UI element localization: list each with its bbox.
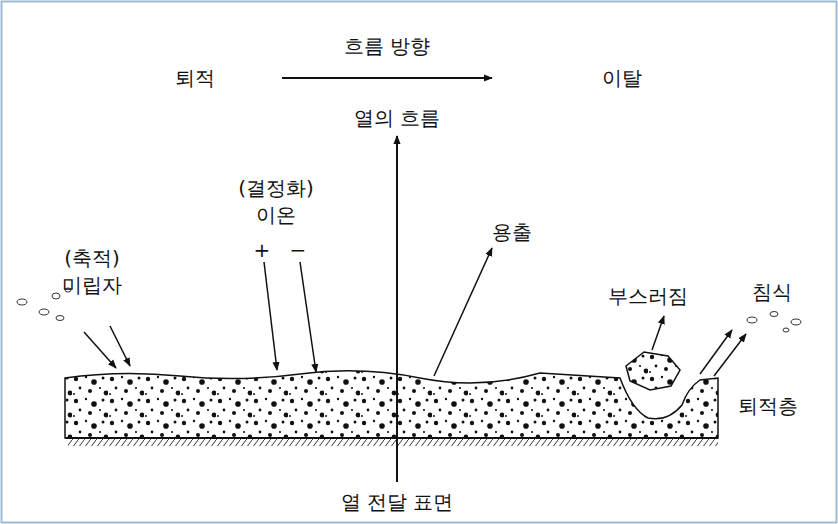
annotation-label: (결정화) 이온 — [231, 175, 321, 229]
annotation-label: 이탈 — [602, 65, 642, 92]
annotation-label: 열 전달 표면 — [337, 489, 458, 516]
annotation-label: + — [254, 237, 271, 264]
spalled-flake — [626, 352, 680, 390]
deposit-layer — [65, 371, 718, 438]
ion-arrow — [264, 262, 277, 370]
ion-arrow — [300, 262, 316, 372]
flow-arrow — [282, 77, 492, 79]
heat-flow-arrow — [396, 136, 398, 482]
erosion-arrow — [714, 334, 746, 376]
heat-transfer-surface — [66, 437, 718, 439]
annotation-label: 퇴적 — [175, 65, 215, 92]
annotation-label: 부스러짐 — [608, 283, 688, 310]
spalling-arrow — [652, 316, 664, 350]
annotation-label: − — [290, 237, 307, 264]
annotation-label: 침식 — [752, 279, 792, 306]
dissolution-arrow — [434, 248, 492, 376]
deposition-arrow — [110, 326, 130, 366]
surface-hatching — [68, 438, 718, 446]
annotation-label: 열의 흐름 — [350, 105, 444, 132]
annotation-label: (축적) 미립자 — [47, 245, 137, 299]
erosion-arrow — [700, 330, 732, 374]
deposition-arrow — [84, 332, 116, 368]
annotation-label: 용출 — [492, 219, 532, 246]
annotation-label: 흐름 방향 — [344, 33, 430, 60]
particles-out — [747, 312, 801, 333]
annotation-label: 퇴적층 — [738, 393, 798, 420]
flake-dots — [626, 352, 680, 390]
